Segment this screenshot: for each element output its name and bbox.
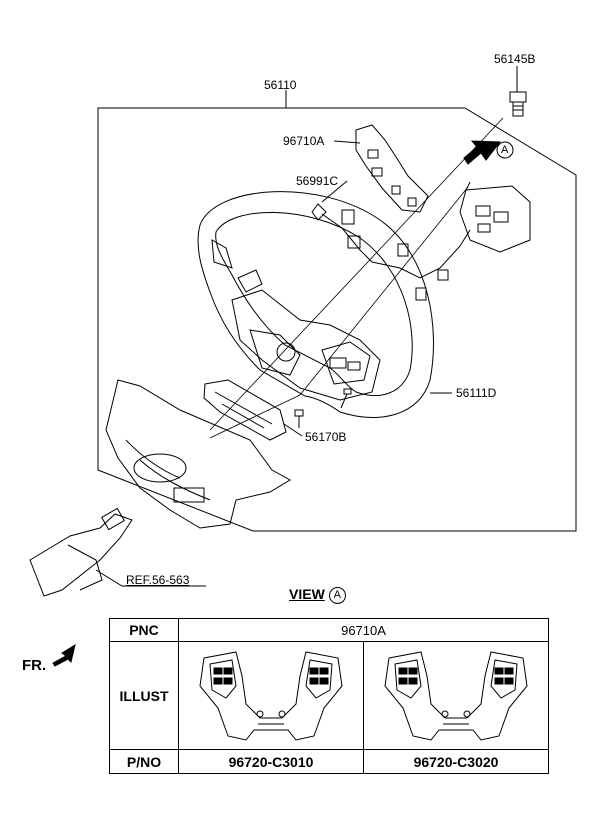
- row-header-pnc: PNC: [109, 618, 179, 642]
- view-title-text: VIEW: [289, 586, 325, 602]
- front-arrow-icon: [52, 643, 76, 667]
- illustration-switch-2: [362, 641, 550, 750]
- extension-wire: [311, 203, 471, 301]
- screw-icon: [294, 409, 304, 428]
- view-marker-letter: A: [501, 144, 509, 156]
- assembly-boundary: [97, 107, 577, 532]
- illustration-switch-1: [178, 641, 364, 750]
- view-arrow-icon: [463, 140, 501, 165]
- part-number-1: 96720-C3010: [178, 749, 364, 774]
- label-56170B: 56170B: [305, 430, 347, 444]
- part-number-table: PNC 96710A ILLUST: [109, 618, 550, 774]
- row-header-pno: P/NO: [109, 749, 179, 774]
- steering-wheel-rim: [197, 191, 434, 418]
- table-row: ILLUST: [109, 641, 550, 750]
- screw-icon: [340, 388, 352, 409]
- label-56111D: 56111D: [456, 386, 497, 400]
- remote-switch-illustration-icon: [384, 650, 528, 741]
- column-shroud: [105, 379, 291, 529]
- view-title-marker: A: [328, 586, 346, 604]
- remote-switch-assembly: [355, 124, 531, 253]
- label-56110: 56110: [264, 78, 297, 92]
- front-indicator: FR.: [22, 657, 47, 674]
- label-reference: REF.56-563: [126, 573, 190, 587]
- remote-switch-illustration-icon: [199, 650, 343, 741]
- view-marker-circle: [496, 141, 514, 159]
- label-96710A: 96710A: [283, 134, 325, 148]
- pnc-value: 96710A: [177, 618, 550, 642]
- cover-plate: [203, 379, 287, 441]
- steering-hub: [211, 239, 381, 401]
- label-56145B: 56145B: [494, 52, 536, 66]
- table-row: P/NO 96720-C3010 96720-C3020: [109, 749, 550, 774]
- leader-ref: [95, 569, 206, 587]
- bolt-icon: [509, 91, 527, 117]
- row-header-illust: ILLUST: [109, 641, 179, 750]
- leader-56991C: [321, 180, 348, 203]
- leader-56170B: [283, 423, 303, 437]
- steering-column: [29, 507, 133, 597]
- label-56991C: 56991C: [296, 174, 339, 188]
- part-number-2: 96720-C3020: [362, 749, 550, 774]
- table-row: PNC 96710A: [109, 618, 550, 642]
